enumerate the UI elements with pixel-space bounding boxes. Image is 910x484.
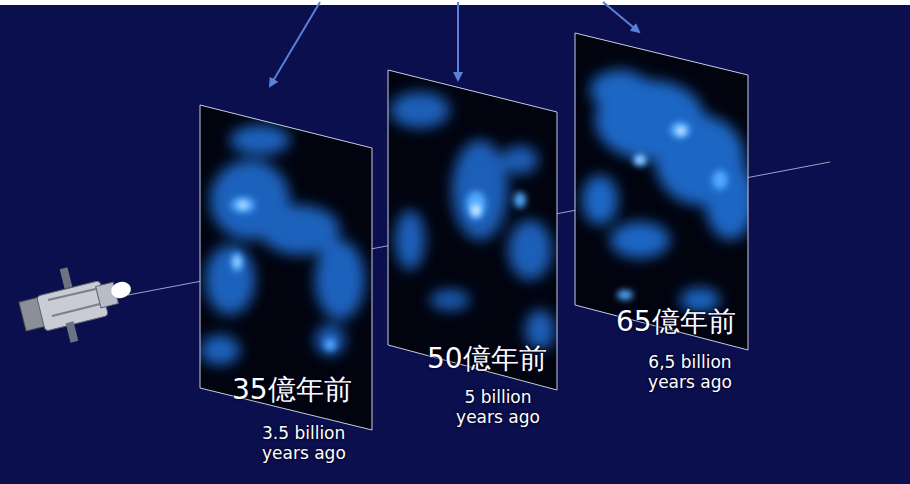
era-label: 35億年前 xyxy=(232,373,352,407)
era-label-english: 6,5 billion years ago xyxy=(640,352,740,393)
era-label-english: 3.5 billion years ago xyxy=(262,423,362,464)
hubble-telescope xyxy=(19,267,133,342)
pointer-arrow xyxy=(603,2,639,32)
pointer-arrow xyxy=(270,2,320,86)
era-label-english: 5 billion years ago xyxy=(448,387,548,428)
mass-map-plane xyxy=(200,105,372,430)
mass-map-plane xyxy=(575,33,755,350)
mass-map-plane xyxy=(388,70,557,390)
pointer-arrow xyxy=(457,2,459,80)
top-band xyxy=(0,0,910,5)
era-label: 65億年前 xyxy=(616,305,736,339)
era-label: 50億年前 xyxy=(427,342,547,376)
